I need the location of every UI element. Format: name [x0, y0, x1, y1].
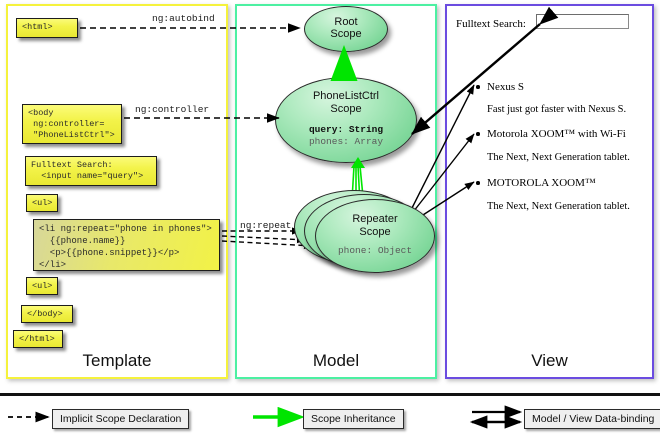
- view-list-item-0: Nexus S: [476, 81, 524, 93]
- view-list-item-2: MOTOROLA XOOM™: [476, 177, 596, 189]
- view-item-name-2: MOTOROLA XOOM™: [487, 177, 596, 189]
- connector-label-ng-repeat: ng:repeat: [240, 220, 292, 231]
- bullet-icon: [476, 85, 480, 89]
- scope-repeater-title-line2: Scope: [359, 225, 391, 238]
- code-box-html-open: <html>: [16, 18, 78, 38]
- code-box-html-close: </html>: [13, 330, 63, 348]
- code-box-ul-close: <ul>: [26, 277, 58, 295]
- connector-label-ng-controller: ng:controller: [135, 104, 210, 115]
- code-box-body-open: <body ng:controller= "PhoneListCtrl">: [22, 104, 122, 144]
- scope-root-title-line1: Root: [334, 16, 358, 28]
- view-item-snippet-0: Fast just got faster with Nexus S.: [487, 104, 627, 115]
- legend-label-implicit-scope-declaration: Implicit Scope Declaration: [52, 409, 190, 429]
- legend-label-scope-inheritance: Scope Inheritance: [303, 409, 404, 429]
- bullet-icon: [476, 181, 480, 185]
- panel-template-title: Template: [82, 351, 152, 370]
- code-box-ul-open: <ul>: [26, 194, 58, 212]
- scope-repeater: Repeater Scope phone: Object: [315, 199, 435, 273]
- code-box-body-close: </body>: [21, 305, 73, 323]
- view-search-label: Fulltext Search:: [456, 18, 526, 30]
- scope-root-title-line2: Scope: [330, 28, 362, 40]
- legend-divider: [0, 393, 660, 396]
- view-list-item-1: Motorola XOOM™ with Wi-Fi: [476, 128, 626, 140]
- panel-model-title: Model: [312, 351, 360, 370]
- scope-repeater-title-line1: Repeater: [352, 213, 398, 225]
- scope-root: Root Scope: [304, 6, 388, 52]
- panel-view: View: [445, 4, 654, 379]
- code-box-fulltext-search: Fulltext Search: <input name="query">: [25, 156, 157, 186]
- scope-phonelistctrl-prop-query: query: String: [308, 124, 384, 135]
- view-item-name-1: Motorola XOOM™ with Wi-Fi: [487, 128, 626, 140]
- scope-phonelistctrl: PhoneListCtrl Scope query: String phones…: [275, 77, 417, 163]
- code-box-li-repeat: <li ng:repeat="phone in phones"> {{phone…: [33, 219, 220, 271]
- view-item-snippet-2: The Next, Next Generation tablet.: [487, 201, 630, 212]
- view-item-name-0: Nexus S: [487, 81, 524, 93]
- scope-phonelistctrl-title-line1: PhoneListCtrl: [312, 90, 380, 102]
- panel-view-title: View: [531, 351, 568, 370]
- scope-phonelistctrl-prop-phones: phones: Array: [308, 136, 384, 147]
- legend-label-model-view-data-binding: Model / View Data-binding: [524, 409, 660, 429]
- connector-label-ng-autobind: ng:autobind: [152, 13, 215, 24]
- scope-repeater-prop-phone: phone: Object: [337, 245, 413, 256]
- bullet-icon: [476, 132, 480, 136]
- scope-phonelistctrl-title-line2: Scope: [330, 102, 362, 115]
- panel-model: Model: [235, 4, 437, 379]
- view-item-snippet-1: The Next, Next Generation tablet.: [487, 152, 630, 163]
- view-search-input[interactable]: [536, 14, 629, 29]
